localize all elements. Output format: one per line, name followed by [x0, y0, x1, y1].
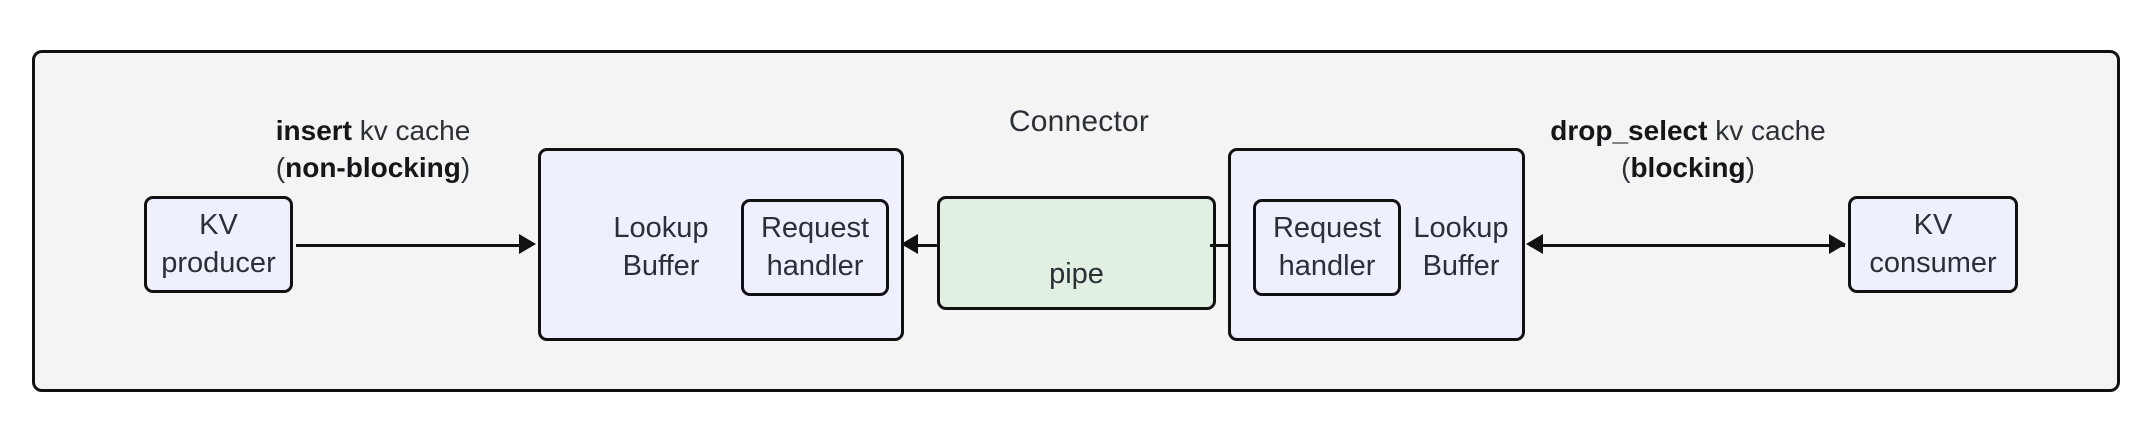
kv-consumer-line-2: consumer [1869, 246, 1997, 279]
request-handler-left-line-1: Request [760, 212, 869, 245]
kv-producer-line-2: producer [161, 246, 276, 279]
lookup-buffer-right-line-1: Lookup [1413, 212, 1509, 245]
pipe-to-left-handler-head [901, 234, 918, 254]
insert-label-mode: non-blocking [285, 152, 461, 184]
request-handler-right-node: Request handler [1253, 199, 1401, 296]
insert-arrow-label: insert kv cache (non-blocking) [228, 112, 518, 186]
request-handler-right-line-2: handler [1278, 249, 1376, 282]
lookup-buffer-left-line-1: Lookup [613, 212, 709, 245]
kv-consumer-line-1: KV [1913, 209, 1953, 242]
connector-title: Connector [1008, 105, 1150, 138]
lookup-buffer-left-line-2: Buffer [622, 249, 700, 282]
insert-arrow-head [519, 234, 536, 254]
request-handler-left-line-2: handler [766, 249, 864, 282]
insert-label-paren-close: ) [460, 152, 471, 184]
insert-label-rest: kv cache [351, 115, 471, 146]
drop-select-label-bold: drop_select [1550, 115, 1708, 146]
drop-select-arrow-label: drop_select kv cache (blocking) [1520, 112, 1856, 186]
request-handler-right-line-1: Request [1272, 212, 1381, 245]
lookup-buffer-left-label: Lookup Buffer [581, 199, 741, 296]
drop-select-arrow-head-left [1526, 234, 1543, 254]
pipe-to-right-handler-line [1210, 244, 1238, 247]
drop-select-arrow-line [1530, 244, 1845, 247]
drop-select-label-paren-open: ( [1621, 152, 1631, 184]
drop-select-label-paren-close: ) [1745, 152, 1755, 184]
kv-producer-node: KV producer [144, 196, 293, 293]
lookup-buffer-left-node: Lookup Buffer Request handler [538, 148, 904, 341]
drop-select-arrow-head-right [1829, 234, 1846, 254]
lookup-buffer-right-label: Lookup Buffer [1401, 199, 1521, 296]
pipe-label: pipe [1049, 257, 1104, 290]
drop-select-label-rest: kv cache [1707, 115, 1826, 146]
lookup-buffer-right-node: Request handler Lookup Buffer [1228, 148, 1525, 341]
request-handler-left-node: Request handler [741, 199, 889, 296]
insert-label-bold: insert [275, 115, 352, 146]
insert-label-paren-open: ( [275, 152, 286, 184]
kv-consumer-node: KV consumer [1848, 196, 2018, 293]
insert-arrow-line [296, 244, 521, 247]
kv-producer-line-1: KV [199, 209, 238, 242]
pipe-node: pipe [937, 196, 1216, 310]
lookup-buffer-right-line-2: Buffer [1422, 249, 1500, 282]
drop-select-label-mode: blocking [1630, 152, 1746, 184]
